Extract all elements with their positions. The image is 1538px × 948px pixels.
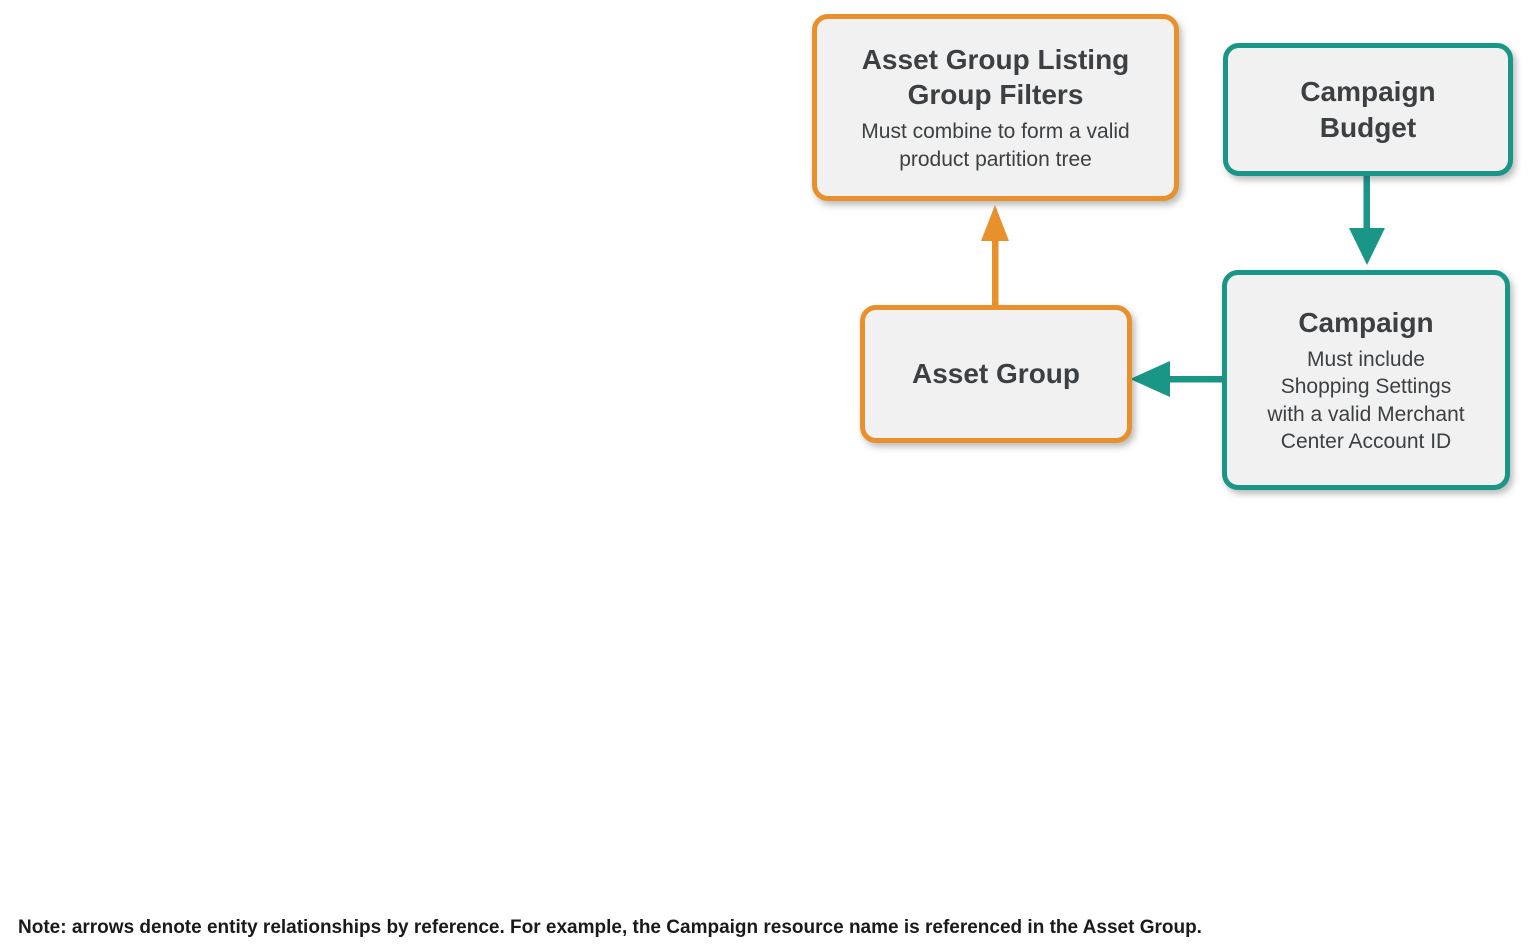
node-subtitle: Must include Shopping Settings with a va…	[1267, 348, 1465, 453]
node-title: Campaign	[1298, 306, 1434, 338]
arrow-campaign-to-asset-group	[1130, 361, 1224, 397]
node-campaign: Campaign Must include Shopping Settings …	[1222, 270, 1510, 490]
arrow-campaign-budget-to-campaign	[1349, 174, 1385, 265]
node-asset-group: Asset Group	[860, 305, 1132, 443]
node-title: Campaign Budget	[1300, 76, 1436, 143]
node-title: Asset Group	[911, 358, 1081, 390]
note-text: Note: arrows denote entity relationships…	[18, 917, 1202, 938]
node-subtitle: Must combine to form a valid product par…	[861, 120, 1130, 171]
node-asset-group-listing-group-filters: Asset Group Listing Group Filters Must c…	[812, 14, 1179, 201]
arrow-asset-group-to-listing-filters	[981, 205, 1009, 308]
node-title: Asset Group Listing Group Filters	[861, 43, 1130, 111]
node-campaign-budget: Campaign Budget	[1223, 43, 1513, 176]
